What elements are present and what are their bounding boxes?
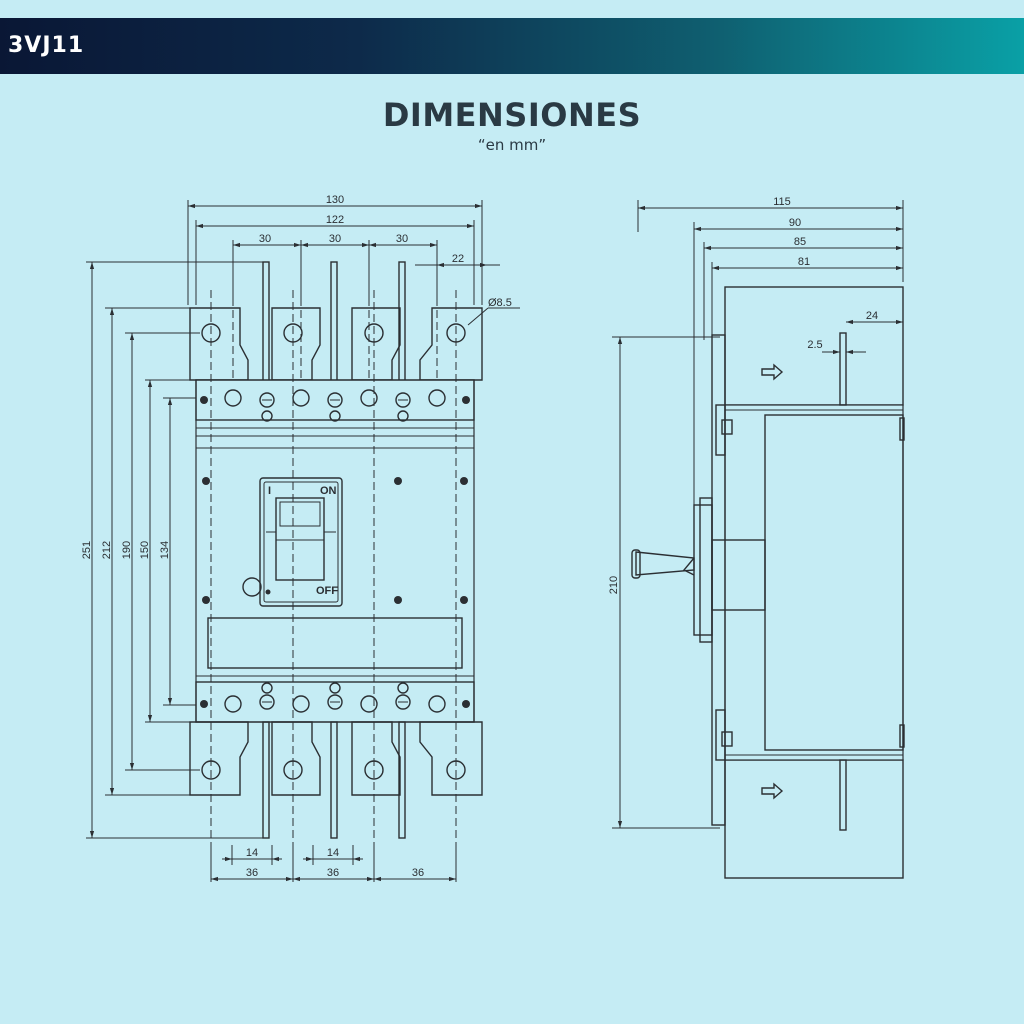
model-title: 3VJ11 <box>8 33 85 58</box>
page-title: DIMENSIONES <box>382 96 642 134</box>
dim-212: 212 <box>101 541 113 559</box>
switch-on-mark: I <box>268 485 271 497</box>
dim-30-c: 30 <box>396 233 408 245</box>
dim-150: 150 <box>139 541 151 559</box>
switch-off-label: OFF <box>316 585 338 597</box>
dim-2-5: 2.5 <box>807 339 822 351</box>
dim-22: 22 <box>452 253 464 265</box>
dim-115: 115 <box>773 196 791 208</box>
dim-85: 85 <box>794 236 806 248</box>
dim-30-a: 30 <box>259 233 271 245</box>
dim-36-c: 36 <box>412 867 424 879</box>
dim-81: 81 <box>798 256 810 268</box>
dim-14-a: 14 <box>246 847 258 859</box>
dim-134: 134 <box>159 541 171 559</box>
dim-36-a: 36 <box>246 867 258 879</box>
side-view: 115 90 85 81 24 2.5 210 <box>608 196 905 879</box>
dim-210: 210 <box>608 576 620 594</box>
dim-90: 90 <box>789 217 801 229</box>
dim-30-b: 30 <box>329 233 341 245</box>
dim-36-b: 36 <box>327 867 339 879</box>
dim-hole: Ø8.5 <box>488 297 512 309</box>
dim-122: 122 <box>326 214 344 226</box>
dim-130: 130 <box>326 194 344 206</box>
front-view: 130 122 30 30 30 22 Ø8.5 251 212 190 <box>81 194 520 882</box>
dim-251: 251 <box>81 541 93 559</box>
dim-24: 24 <box>866 310 878 322</box>
switch-on-label: ON <box>320 485 337 497</box>
page-subtitle: “en mm” <box>477 136 547 154</box>
dim-14-b: 14 <box>327 847 339 859</box>
dim-190: 190 <box>121 541 133 559</box>
header-bar: 3VJ11 <box>0 18 1024 74</box>
